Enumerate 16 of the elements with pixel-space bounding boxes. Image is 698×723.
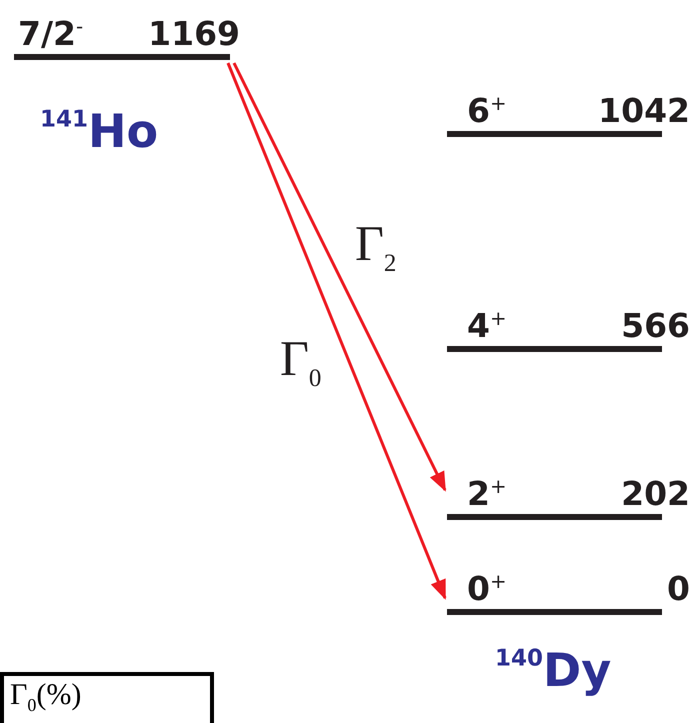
energy-label: 0 [667, 572, 690, 605]
table-header: Γ$_{0}$(%) [10, 680, 82, 714]
spin-parity-label: 0$^{+}$ [467, 572, 507, 605]
energy-label: 1169 [148, 17, 240, 50]
spin-parity-label: 6$^{+}$ [467, 94, 507, 127]
energy-label: 566 [621, 309, 690, 342]
spin-parity-label: 7/2$^{-}$ [18, 17, 84, 50]
spin-parity-label: 4$^{+}$ [467, 309, 507, 342]
transition-arrow [226, 62, 446, 600]
edge-label: Γ$_{0}$ [280, 333, 322, 391]
spin-parity-label: 2$^{+}$ [467, 477, 507, 510]
energy-label: 1042 [598, 94, 690, 127]
transition-arrow [232, 62, 446, 492]
energy-label: 202 [621, 477, 690, 510]
nucleus-label: $^{141}$Ho [40, 108, 158, 154]
edge-label: Γ$_{2}$ [355, 218, 396, 276]
